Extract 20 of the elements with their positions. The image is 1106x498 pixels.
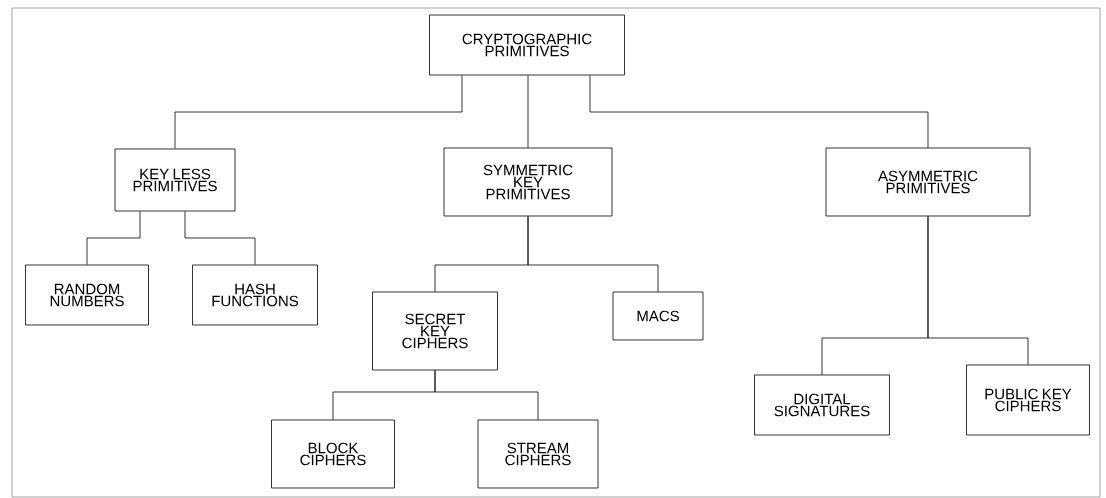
box: MACS xyxy=(612,291,704,341)
box: SYMMETRIC KEY PRIMITIVES xyxy=(443,147,613,217)
connector xyxy=(927,216,1029,365)
box: HASH FUNCTIONS xyxy=(192,264,318,326)
connector xyxy=(589,75,929,148)
box: SECRET KEY CIPHERS xyxy=(372,291,498,371)
connector xyxy=(174,75,463,149)
connector xyxy=(527,75,529,148)
connector xyxy=(434,370,539,420)
box: RANDOM NUMBERS xyxy=(25,264,149,326)
box: STREAM CIPHERS xyxy=(477,419,599,489)
connector xyxy=(86,211,141,265)
connector xyxy=(184,211,256,265)
box: PUBLIC KEY CIPHERS xyxy=(966,364,1090,436)
box: ASYMMETRIC PRIMITIVES xyxy=(825,147,1031,217)
box: BLOCK CIPHERS xyxy=(271,419,395,489)
connector xyxy=(527,216,659,292)
box: CRYPTOGRAPHIC PRIMITIVES xyxy=(429,14,625,76)
box: KEY LESS PRIMITIVES xyxy=(114,148,236,212)
box: DIGITAL SIGNATURES xyxy=(754,374,890,436)
